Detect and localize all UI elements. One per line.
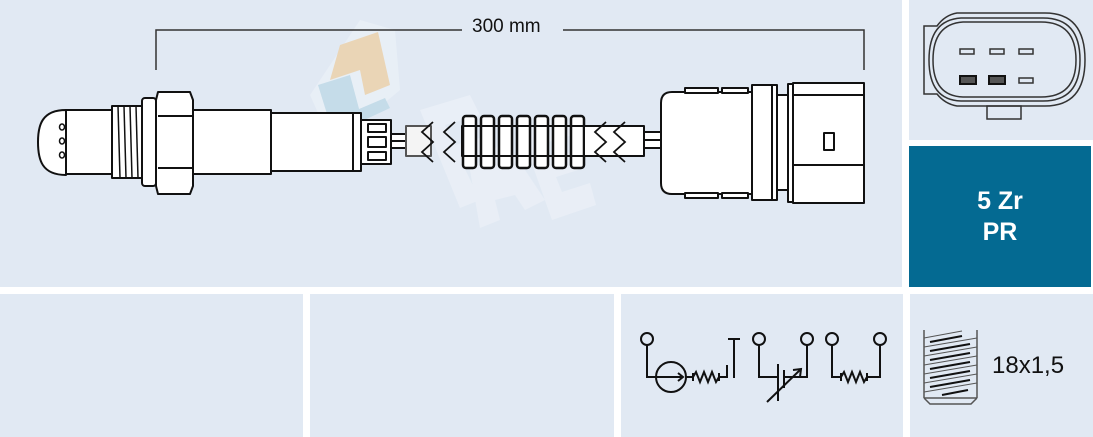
thread-size-panel: 18x1,5 (910, 294, 1093, 437)
sensor-type-line1: 5 Zr (977, 186, 1023, 215)
fae-watermark-logo (310, 20, 400, 140)
heater-resistor-icon (825, 332, 887, 385)
connector-pinout-icon (923, 12, 1086, 120)
circuit-diagram-panel (621, 294, 903, 437)
cable-length-label: 300 mm (472, 16, 541, 37)
empty-info-panel-1 (0, 294, 303, 437)
variable-resistor-icon (752, 332, 814, 403)
pump-cell-icon (640, 332, 740, 393)
connector-face-panel (909, 0, 1093, 140)
lambda-sensor-drawing (37, 20, 865, 204)
thread-size-label: 18x1,5 (992, 352, 1065, 379)
sensor-type-line2: PR (982, 217, 1018, 246)
dimension-line (155, 29, 865, 70)
empty-info-panel-2 (310, 294, 614, 437)
circuit-symbols (640, 332, 887, 403)
sensor-type-badge: 5 Zr PR (909, 146, 1091, 287)
thread-icon (923, 330, 978, 405)
sensor-drawing-panel: 300 mm (0, 0, 902, 287)
